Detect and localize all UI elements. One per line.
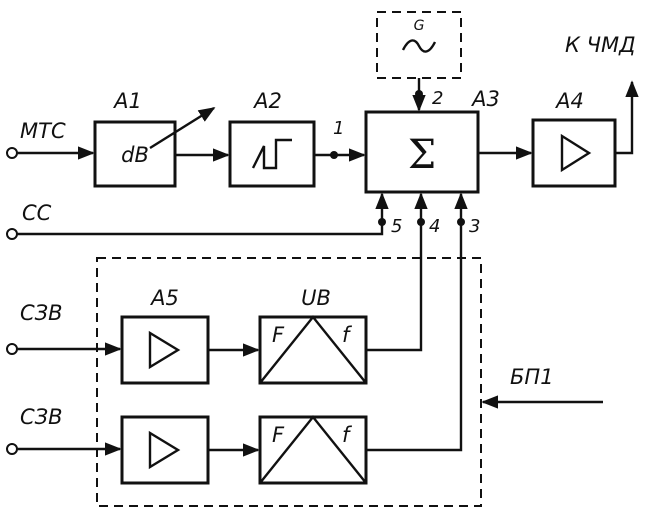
generator-label: G (414, 18, 425, 34)
block-a5 (120, 315, 210, 385)
block-a2 (228, 120, 316, 188)
block-ub-name: UB (301, 286, 331, 310)
bp1-enclosure (96, 257, 482, 507)
block-a1-name: A1 (112, 89, 142, 113)
pin-1-label: 1 (333, 118, 344, 139)
amplifier-icon (148, 430, 181, 470)
sine-icon (401, 39, 437, 53)
block-a1 (93, 120, 177, 188)
pin-1-dot (330, 151, 338, 159)
pin-3-label: 3 (469, 216, 480, 237)
amplifier-icon (148, 330, 181, 370)
pin-5-dot (378, 218, 386, 226)
ub-input-f: F (272, 323, 285, 347)
terminal-cc (6, 228, 18, 240)
block-a4-name: A4 (554, 89, 584, 113)
pin-4-label: 4 (429, 216, 440, 237)
output-label: К ЧМД (565, 33, 636, 57)
terminal-mts (6, 147, 18, 159)
wire-output (615, 80, 639, 155)
input-label-czv-1: СЗВ (20, 301, 63, 325)
terminal-czv-1 (6, 343, 18, 355)
input-label-mts: МТС (20, 119, 66, 143)
pin-3-dot (457, 218, 465, 226)
pin-2-dot (415, 90, 423, 98)
block-a3-name: A3 (470, 87, 500, 111)
input-label-cc: СС (22, 201, 52, 225)
variable-arrow (149, 106, 216, 150)
ub2-output-f: f (342, 423, 353, 447)
limiter-icon (251, 138, 292, 170)
block-amp-lower (120, 415, 210, 485)
converter-icon (259, 415, 367, 484)
amplifier-icon (560, 133, 592, 173)
wire-ub2-a3 (366, 192, 468, 452)
sum-symbol: Σ (408, 132, 436, 178)
supply-label: БП1 (510, 365, 554, 389)
terminal-czv-2 (6, 443, 18, 455)
block-a1-symbol: dB (121, 143, 149, 167)
block-a2-name: A2 (252, 89, 282, 113)
ub2-input-f: F (272, 423, 285, 447)
converter-icon (259, 315, 367, 384)
pin-5-label: 5 (391, 216, 402, 237)
block-a5-name: A5 (149, 286, 179, 310)
input-label-czv-2: СЗВ (20, 405, 63, 429)
wire-ub-a3 (366, 192, 428, 352)
pin-4-dot (417, 218, 425, 226)
pin-2-label: 2 (432, 88, 443, 109)
ub-output-f: f (342, 323, 353, 347)
block-a4 (531, 118, 617, 188)
wire-cc (17, 192, 389, 236)
